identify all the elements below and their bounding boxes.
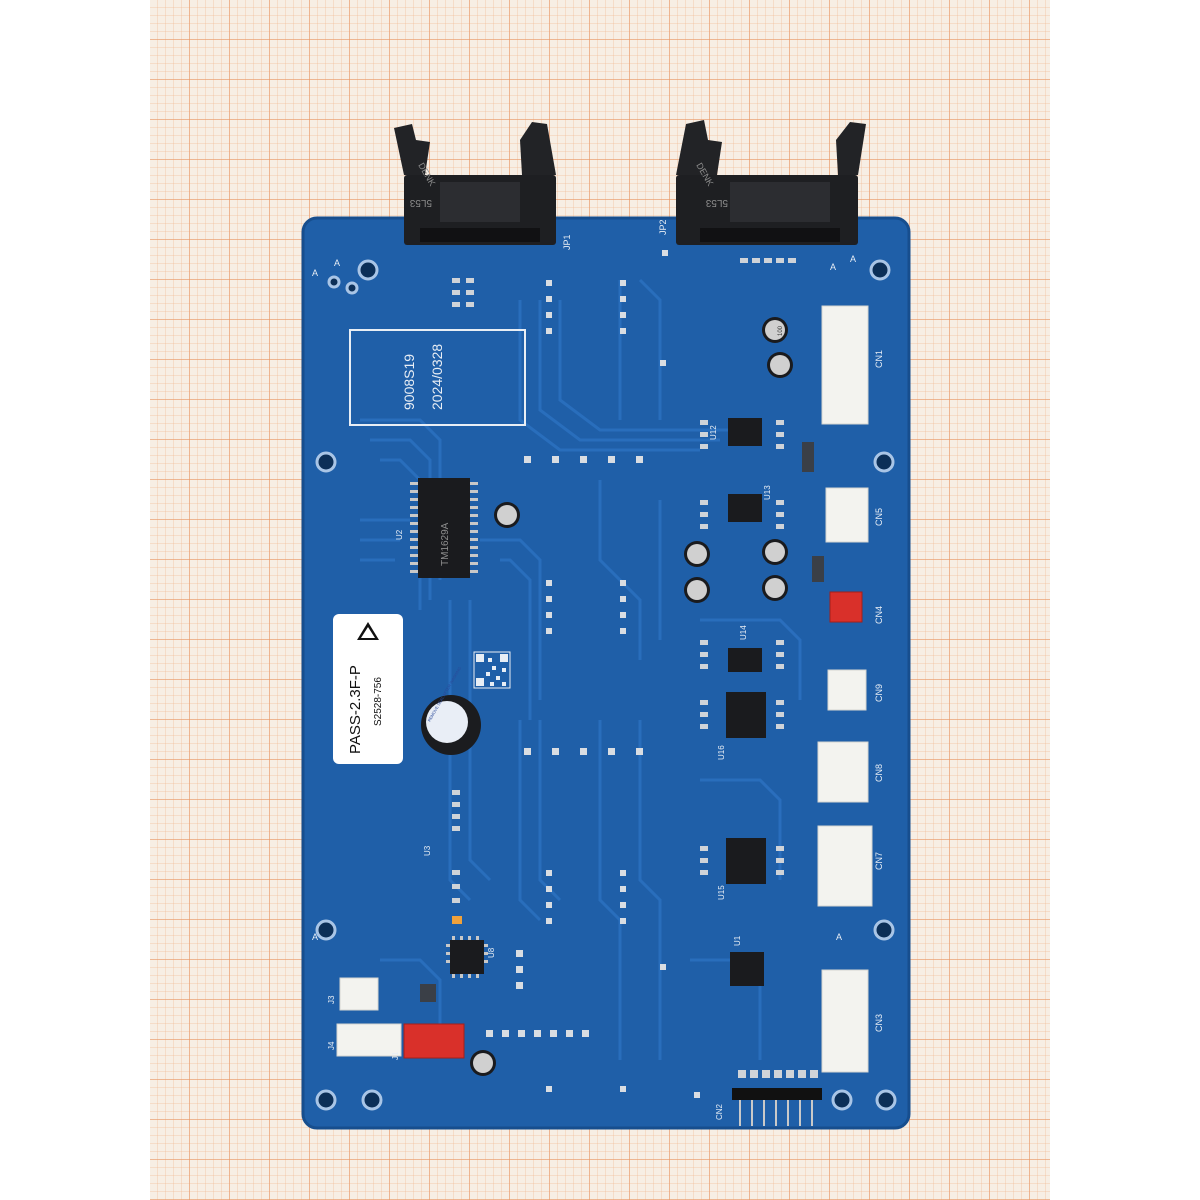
corner-mark-top-left-2: A (334, 258, 340, 268)
cn2-pin-header (732, 1088, 822, 1126)
u15-label: U15 (717, 885, 726, 900)
corner-mark-top-right-2: A (850, 254, 856, 264)
u8-label: U8 (487, 947, 496, 958)
soic-chips (450, 418, 766, 986)
jp2-code: 5L53 (705, 197, 728, 208)
j1-label: J1 (391, 1051, 400, 1060)
u2-chip (418, 478, 470, 578)
corner-mark-top-right: A (830, 262, 836, 272)
smd-components (452, 258, 818, 1078)
j4-label: J4 (327, 1041, 336, 1050)
j3-label: J3 (327, 995, 336, 1004)
red-connectors (403, 591, 863, 1059)
u8-pins (446, 936, 488, 978)
u12-label: U12 (709, 425, 718, 440)
jp1-header-connector: DENK 5L53 JP1 (394, 122, 572, 250)
u2-label: U2 (395, 529, 404, 540)
corner-mark-mid-left: A (312, 932, 318, 942)
jp2-label: JP2 (658, 219, 668, 235)
test-pads (486, 250, 700, 1098)
u2-pins (410, 482, 478, 573)
date-code: 2024/0328 (429, 344, 445, 410)
u16-label: U16 (717, 745, 726, 760)
u13-label: U13 (763, 485, 772, 500)
cn2-label: CN2 (715, 1103, 724, 1120)
warning-triangle-inner (361, 627, 375, 638)
jp2-header-connector: DENK 5L53 JP2 (658, 120, 866, 245)
jst-connectors (336, 305, 873, 1073)
cn4-label: CN4 (874, 606, 884, 624)
corner-mark-top-left: A (312, 268, 318, 278)
qr-code (473, 651, 511, 689)
cn7-label: CN7 (874, 852, 884, 870)
cn1-label: CN1 (874, 350, 884, 368)
copper-traces (360, 278, 802, 1060)
jp1-label: JP1 (562, 234, 572, 250)
cn5-label: CN5 (874, 508, 884, 526)
cn8-label: CN8 (874, 764, 884, 782)
corner-mark-mid-right: A (836, 932, 842, 942)
jp1-code: 5L53 (409, 197, 432, 208)
cn9-label: CN9 (874, 684, 884, 702)
part-label-sticker: PASS-2.3F-P S2528-756 (333, 614, 403, 764)
u2-marking: TM1629A (440, 522, 451, 566)
u3-label: U3 (423, 845, 432, 856)
orange-led (452, 916, 462, 924)
cn3-label: CN3 (874, 1014, 884, 1032)
u14-label: U14 (739, 625, 748, 640)
mounting-holes (315, 259, 897, 1111)
dark-smd-parts (420, 442, 824, 1002)
capacitor-marking: 100 (778, 325, 784, 336)
batch-date-box (349, 329, 526, 426)
serial-code: S2528-756 (373, 677, 384, 726)
electrolytic-capacitors (470, 317, 793, 1076)
part-number: PASS-2.3F-P (347, 665, 364, 754)
batch-code: 9008S19 (401, 354, 417, 410)
u1-label: U1 (733, 935, 742, 946)
